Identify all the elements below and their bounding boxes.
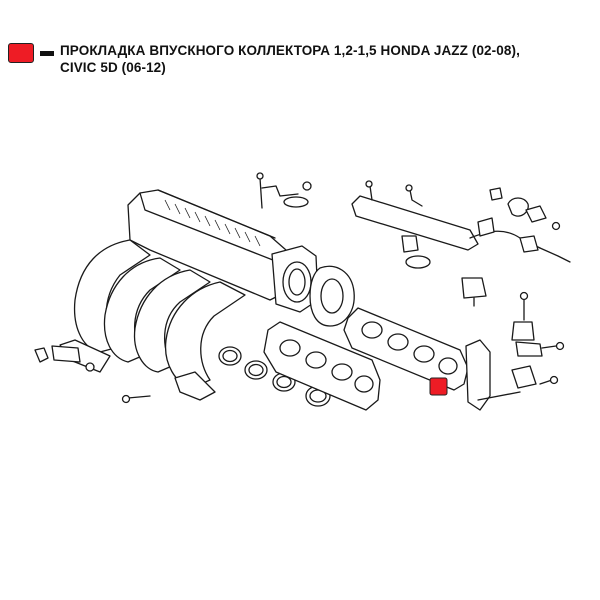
legend-caption: ПРОКЛАДКА ВПУСКНОГО КОЛЛЕКТОРА 1,2-1,5 H… (60, 42, 560, 76)
throttle-body-gasket (309, 265, 355, 327)
legend-marker-swatch (8, 43, 34, 63)
manifold-fasteners (34, 172, 312, 404)
gasket-highlight-marker (429, 377, 448, 396)
caption-line-2: CIVIC 5D (06-12) (60, 60, 166, 75)
fuel-rail-assembly (351, 180, 571, 307)
legend: ПРОКЛАДКА ВПУСКНОГО КОЛЛЕКТОРА 1,2-1,5 H… (8, 42, 560, 76)
intake-manifold (59, 189, 319, 401)
throttle-body (271, 245, 319, 313)
manifold-bracket (465, 339, 559, 411)
manifold-spacer (263, 321, 381, 411)
sensor-assembly (511, 291, 565, 357)
legend-dash (40, 51, 54, 56)
caption-line-1: ПРОКЛАДКА ВПУСКНОГО КОЛЛЕКТОРА 1,2-1,5 H… (60, 43, 520, 58)
intake-manifold-gasket (343, 307, 469, 391)
